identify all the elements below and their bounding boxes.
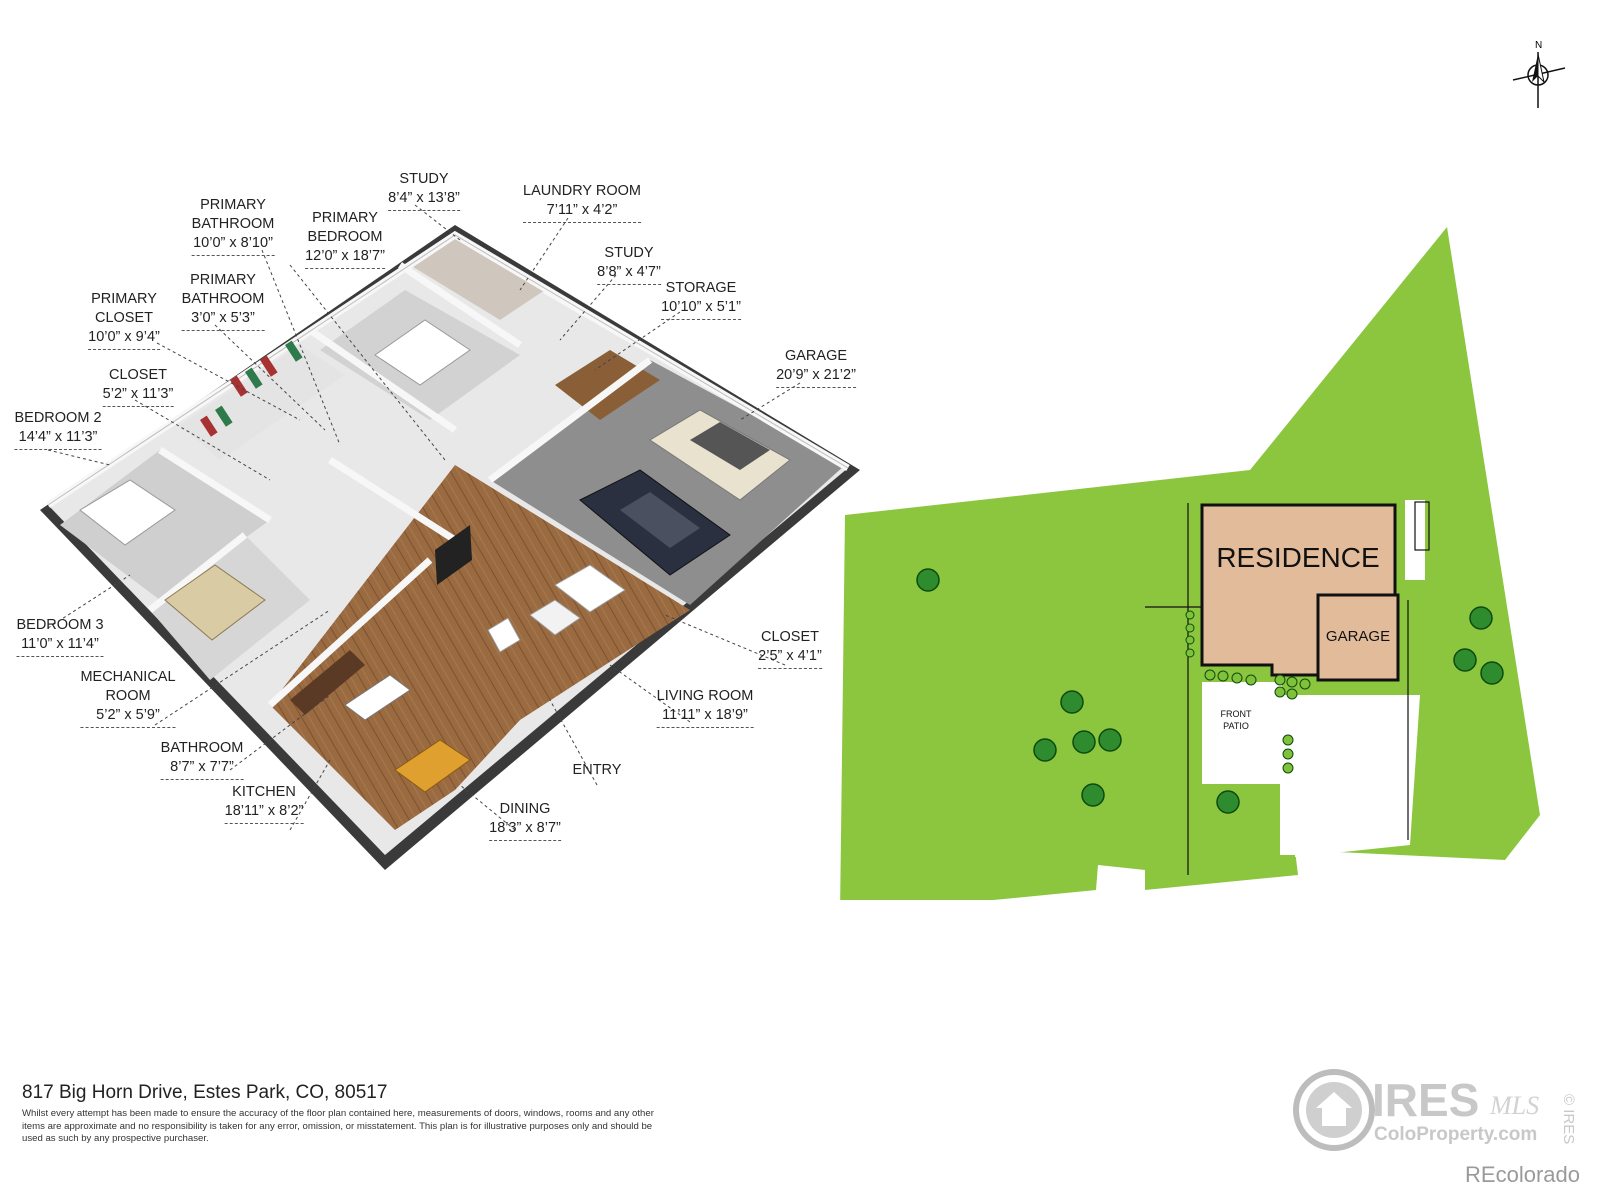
dining-table bbox=[394, 739, 471, 793]
garage-label: GARAGE bbox=[1326, 628, 1390, 645]
kitchen-island bbox=[344, 674, 411, 721]
disclaimer-text: Whilst every attempt has been made to en… bbox=[22, 1108, 654, 1144]
property-address: 817 Big Horn Drive, Estes Park, CO, 8051… bbox=[22, 1082, 388, 1103]
closet-floor bbox=[180, 345, 345, 460]
room-label-entry: ENTRY bbox=[572, 762, 622, 778]
kitchen-counter bbox=[290, 650, 365, 715]
garage-building bbox=[1316, 593, 1400, 682]
compass-icon: N bbox=[1512, 40, 1566, 108]
residence-label: RESIDENCE bbox=[1216, 542, 1379, 573]
watermark: REcolorado bbox=[1465, 1162, 1580, 1187]
patio-label-line1: FRONT bbox=[1221, 709, 1252, 719]
armchair bbox=[487, 617, 521, 653]
front-patio bbox=[1202, 682, 1282, 784]
ires-logo: IRES MLS ColoProperty.com © IRES bbox=[1293, 1069, 1577, 1151]
car-dark bbox=[579, 469, 731, 576]
garage-floor bbox=[490, 360, 845, 605]
sofa bbox=[554, 564, 626, 613]
storage-floor bbox=[555, 350, 660, 420]
patio-label-line2: PATIO bbox=[1223, 721, 1249, 731]
bed-bedroom3 bbox=[164, 564, 266, 641]
driveway bbox=[1295, 695, 1420, 857]
study-floor bbox=[410, 232, 545, 320]
logo-mls: MLS bbox=[1489, 1091, 1539, 1120]
trees bbox=[916, 568, 1504, 814]
site-plan: RESIDENCE GARAGE FRONT PATIO bbox=[840, 227, 1540, 900]
logo-brand: IRES bbox=[1372, 1074, 1479, 1126]
site-lawn bbox=[840, 227, 1540, 900]
coffee-table bbox=[529, 599, 581, 636]
floor-plan-3d bbox=[40, 204, 860, 870]
logo-site: ColoProperty.com bbox=[1374, 1124, 1537, 1145]
logo-side-text: © IRES bbox=[1560, 1094, 1577, 1144]
bed-bedroom2 bbox=[79, 479, 176, 546]
compass-north-label: N bbox=[1535, 40, 1542, 51]
living-floor bbox=[270, 465, 690, 830]
tv bbox=[435, 525, 472, 585]
car-white bbox=[649, 409, 791, 501]
bed-primary bbox=[374, 319, 471, 386]
front-walk bbox=[1280, 695, 1300, 855]
